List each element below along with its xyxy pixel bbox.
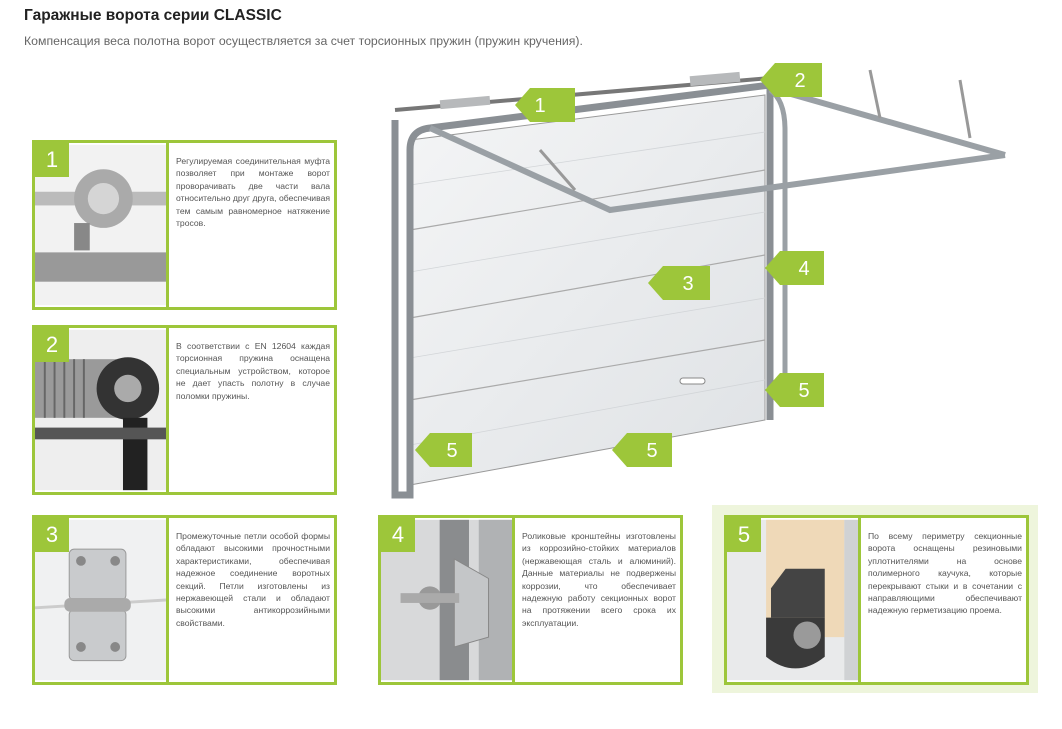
panel-description: Роликовые кронштейны изготовлены из корр… [522, 531, 676, 628]
panel-number: 4 [381, 518, 415, 552]
marker-2: 2 [760, 63, 822, 97]
panel-number: 3 [35, 518, 69, 552]
spring-photo [35, 328, 169, 492]
page-title: Гаражные ворота серии CLASSIC [24, 7, 282, 24]
panel-description: В соответствии с EN 12604 каждая торсион… [176, 341, 330, 401]
garage-door-diagram: 1 2 3 4 5 5 5 [391, 63, 1006, 499]
feature-panel-3: 3 Промежуточные петли особой формы облад… [32, 515, 337, 685]
panel-number: 1 [35, 143, 69, 177]
svg-text:5: 5 [646, 440, 657, 462]
panel-description: Промежуточные петли особой формы обладаю… [176, 531, 330, 628]
svg-text:5: 5 [446, 440, 457, 462]
feature-panel-1: 1 Регулируемая соединительная муфта позв… [32, 140, 337, 310]
marker-5a: 5 [765, 373, 824, 407]
panel-number: 5 [727, 518, 761, 552]
svg-text:4: 4 [798, 258, 809, 280]
svg-text:2: 2 [794, 70, 805, 92]
panel-number: 2 [35, 328, 69, 362]
coupling-photo [35, 143, 169, 307]
svg-text:3: 3 [682, 273, 693, 295]
svg-text:5: 5 [798, 380, 809, 402]
feature-panel-4: 4 Роликовые кронштейны изготовлены из ко… [378, 515, 683, 685]
feature-panel-2: 2 В соответствии с EN 12604 каждая торси… [32, 325, 337, 495]
svg-text:1: 1 [534, 95, 545, 117]
marker-5c: 5 [612, 433, 672, 467]
page-subtitle: Компенсация веса полотна ворот осуществл… [24, 34, 583, 48]
panel-description: По всему периметру секционные ворота осн… [868, 531, 1022, 616]
roller-bracket-photo [381, 518, 515, 682]
marker-4: 4 [765, 251, 824, 285]
door-leaf [409, 94, 766, 486]
feature-panel-5: 5 По всему периметру секционные ворота о… [724, 515, 1029, 685]
callout-markers: 1 2 3 4 5 5 5 [415, 63, 824, 467]
marker-3: 3 [648, 266, 710, 300]
rubber-seal-photo [727, 518, 861, 682]
panel-description: Регулируемая соединительная муфта позвол… [176, 156, 330, 229]
marker-5b: 5 [415, 433, 472, 467]
marker-1: 1 [515, 88, 575, 122]
